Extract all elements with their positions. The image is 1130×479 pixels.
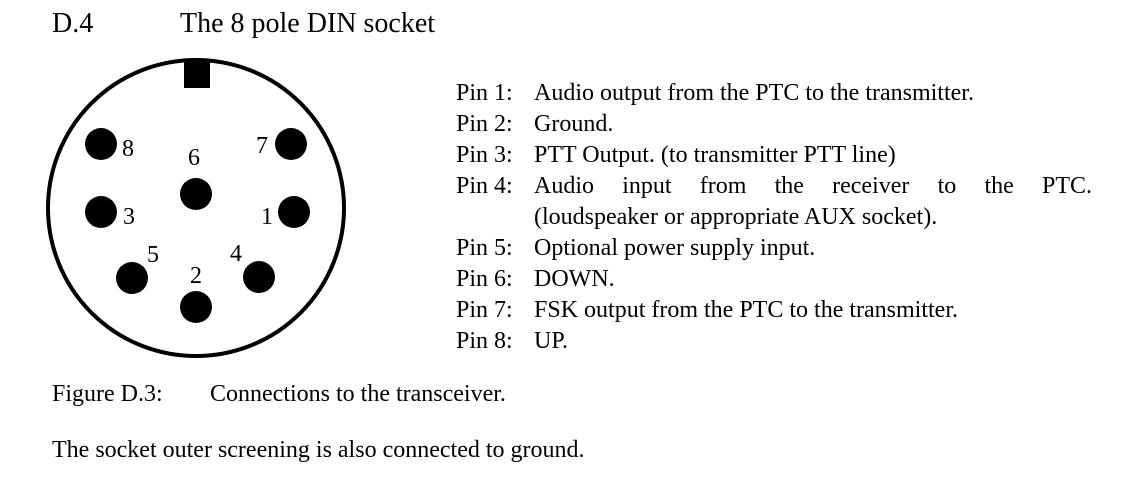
pin-4-contact bbox=[243, 261, 275, 293]
pin-4-continuation: (loudspeaker or appropriate AUX socket). bbox=[534, 204, 938, 230]
pin-7-contact bbox=[275, 128, 307, 160]
pin-key: Pin 1: bbox=[456, 80, 513, 106]
pin-1-contact bbox=[278, 196, 310, 228]
pin-description: PTT Output. (to transmitter PTT line) bbox=[534, 142, 896, 168]
pin-3-label: 3 bbox=[123, 204, 135, 230]
pin-4-label: 4 bbox=[230, 241, 242, 267]
din-socket-svg: 8 7 6 3 1 5 4 2 bbox=[46, 58, 346, 358]
pin-key: Pin 8: bbox=[456, 328, 513, 354]
screening-note: The socket outer screening is also conne… bbox=[52, 437, 585, 463]
pin-description: Optional power supply input. bbox=[534, 235, 816, 261]
pin-1-row: Pin 1: Audio output from the PTC to the … bbox=[456, 78, 1092, 109]
pin-5-row: Pin 5: Optional power supply input. bbox=[456, 233, 1092, 264]
figure-caption-text: Connections to the transceiver. bbox=[210, 381, 506, 407]
pin-3-row: Pin 3: PTT Output. (to transmitter PTT l… bbox=[456, 140, 1092, 171]
pin-description: Ground. bbox=[534, 111, 614, 137]
pin-4-row: Pin 4: Audio input from the receiver to … bbox=[456, 171, 1092, 202]
pin-2-row: Pin 2: Ground. bbox=[456, 109, 1092, 140]
pin-6-label: 6 bbox=[188, 145, 200, 171]
din-socket-diagram: 8 7 6 3 1 5 4 2 bbox=[46, 56, 350, 366]
pin-8-contact bbox=[85, 128, 117, 160]
pin-5-label: 5 bbox=[147, 242, 159, 268]
section-number: D.4 bbox=[52, 8, 94, 39]
pin-8-label: 8 bbox=[122, 136, 134, 162]
pin-key: Pin 6: bbox=[456, 266, 513, 292]
pin-key: Pin 3: bbox=[456, 142, 513, 168]
pin-6-contact bbox=[180, 178, 212, 210]
pin-2-contact bbox=[180, 291, 212, 323]
pin-key: Pin 2: bbox=[456, 111, 513, 137]
pin-assignment-list: Pin 1: Audio output from the PTC to the … bbox=[456, 78, 1092, 357]
pin-description: Audio output from the PTC to the transmi… bbox=[534, 80, 974, 106]
pin-description: Audio input from the receiver to the PTC… bbox=[534, 173, 1092, 199]
section-title: The 8 pole DIN socket bbox=[180, 8, 436, 39]
pin-8-row: Pin 8: UP. bbox=[456, 326, 1092, 357]
pin-key: Pin 4: bbox=[456, 173, 513, 199]
pin-description: UP. bbox=[534, 328, 569, 354]
pin-7-label: 7 bbox=[256, 133, 268, 159]
pin-description: DOWN. bbox=[534, 266, 615, 292]
pin-key: Pin 7: bbox=[456, 297, 513, 323]
pin-description: FSK output from the PTC to the transmitt… bbox=[534, 297, 958, 323]
figure-caption: Figure D.3: Connections to the transceive… bbox=[52, 378, 506, 410]
pin-3-contact bbox=[85, 196, 117, 228]
figure-label: Figure D.3: bbox=[52, 381, 163, 407]
pin-key: Pin 5: bbox=[456, 235, 513, 261]
pin-6-row: Pin 6: DOWN. bbox=[456, 264, 1092, 295]
pin-2-label: 2 bbox=[190, 263, 202, 289]
pin-7-row: Pin 7: FSK output from the PTC to the tr… bbox=[456, 295, 1092, 326]
pin-1-label: 1 bbox=[261, 204, 273, 230]
pin-5-contact bbox=[116, 262, 148, 294]
socket-key-notch bbox=[184, 60, 210, 88]
